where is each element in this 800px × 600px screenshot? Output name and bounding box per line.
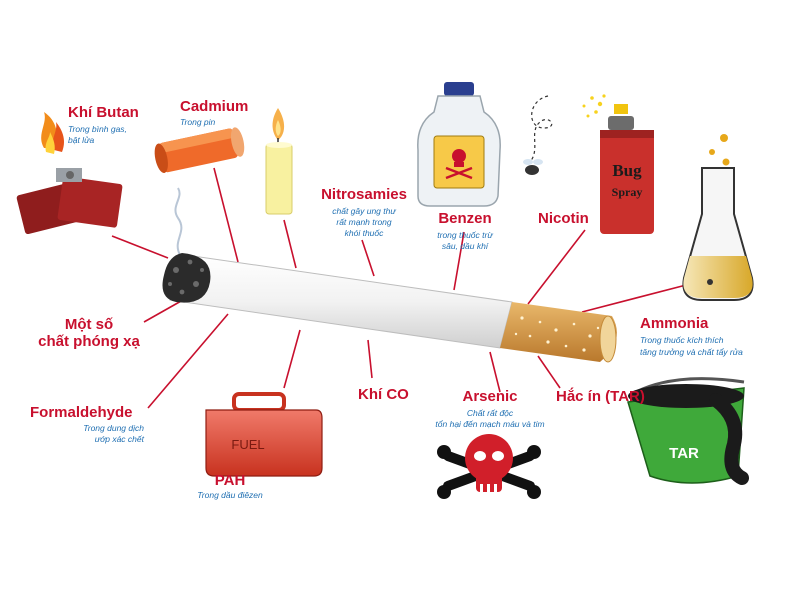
fuel-can-text: FUEL: [231, 437, 264, 452]
cigarette-ash: [162, 253, 211, 303]
candle-icon: [265, 108, 293, 215]
line-cadmium: [213, 167, 239, 263]
note-benzen-2: sâu, dầu khí: [441, 241, 489, 251]
note-benzen-1: trong thuốc trừ: [437, 230, 493, 240]
note-arsenic-1: Chất rất độc: [466, 408, 514, 418]
label-ammonia: Ammonia: [640, 315, 709, 332]
line-nitrosamies: [361, 239, 375, 277]
connector-lines: [111, 167, 691, 409]
bug-spray-icon: Bug Spray: [523, 94, 654, 234]
label-arsenic: Arsenic: [462, 388, 518, 405]
cigarette: [162, 253, 617, 363]
spray-can-text-1: Bug: [612, 161, 642, 180]
lighter-icon: [16, 112, 123, 235]
note-arsenic-2: tổn hại đến mạch máu và tim: [435, 419, 545, 429]
label-benzen: Benzen: [438, 210, 492, 227]
line-nicotin: [527, 229, 586, 305]
note-ammonia-2: tăng trưởng và chất tẩy rửa: [640, 347, 743, 357]
note-ammonia-1: Trong thuốc kích thích: [640, 335, 724, 345]
battery-icon: [154, 127, 245, 173]
label-khi-co: Khí CO: [358, 386, 409, 403]
line-formaldehyde: [147, 313, 229, 409]
fuel-can-icon: FUEL: [205, 392, 323, 477]
line-candle: [283, 219, 297, 269]
line-co: [367, 339, 373, 379]
line-tar: [537, 355, 561, 389]
flask-icon: [682, 134, 754, 301]
cigarette-paper: [169, 254, 513, 349]
line-ammonia: [581, 283, 691, 313]
line-arsenic: [489, 351, 501, 393]
note-khi-butan-1: Trong bình gas,: [68, 124, 127, 134]
spray-can-text-2: Spray: [612, 185, 643, 199]
cigarette-filter: [500, 302, 617, 362]
line-pah: [283, 329, 301, 389]
label-nitrosamies: Nitrosamies: [321, 186, 407, 203]
note-formaldehyde-2: ướp xác chết: [94, 434, 144, 444]
poison-bottle-icon: [417, 82, 501, 207]
tar-bucket-icon: TAR: [627, 377, 749, 485]
note-nitrosamies-3: khói thuốc: [344, 228, 384, 238]
label-khi-butan: Khí Butan: [68, 104, 139, 121]
note-cadmium: Trong pin: [180, 117, 216, 127]
label-hac-in-tar: Hắc ín (TAR): [556, 388, 645, 405]
ash-specks: [168, 259, 204, 295]
line-benzen: [453, 231, 465, 291]
filter-end: [599, 315, 617, 363]
label-radioactive-1: Một số: [64, 316, 114, 333]
label-pah: PAH: [214, 472, 246, 489]
note-pah: Trong dầu điêzen: [197, 490, 263, 500]
note-nitrosamies-2: rất mạnh trong: [336, 217, 392, 227]
label-formaldehyde: Formaldehyde: [30, 404, 133, 421]
note-khi-butan-2: bật lửa: [68, 135, 95, 145]
fly-icon: [523, 159, 543, 175]
note-formaldehyde-1: Trong dung dịch: [83, 423, 144, 433]
skull-icon: [437, 434, 541, 499]
note-nitrosamies-1: chất gây ung thư: [332, 206, 396, 216]
label-nicotin: Nicotin: [538, 210, 589, 227]
label-radioactive-2: chất phóng xạ: [38, 333, 140, 350]
tar-bucket-text: TAR: [669, 445, 699, 462]
label-cadmium: Cadmium: [180, 98, 249, 115]
line-butan: [111, 235, 169, 259]
smoke-wisp: [174, 187, 183, 256]
